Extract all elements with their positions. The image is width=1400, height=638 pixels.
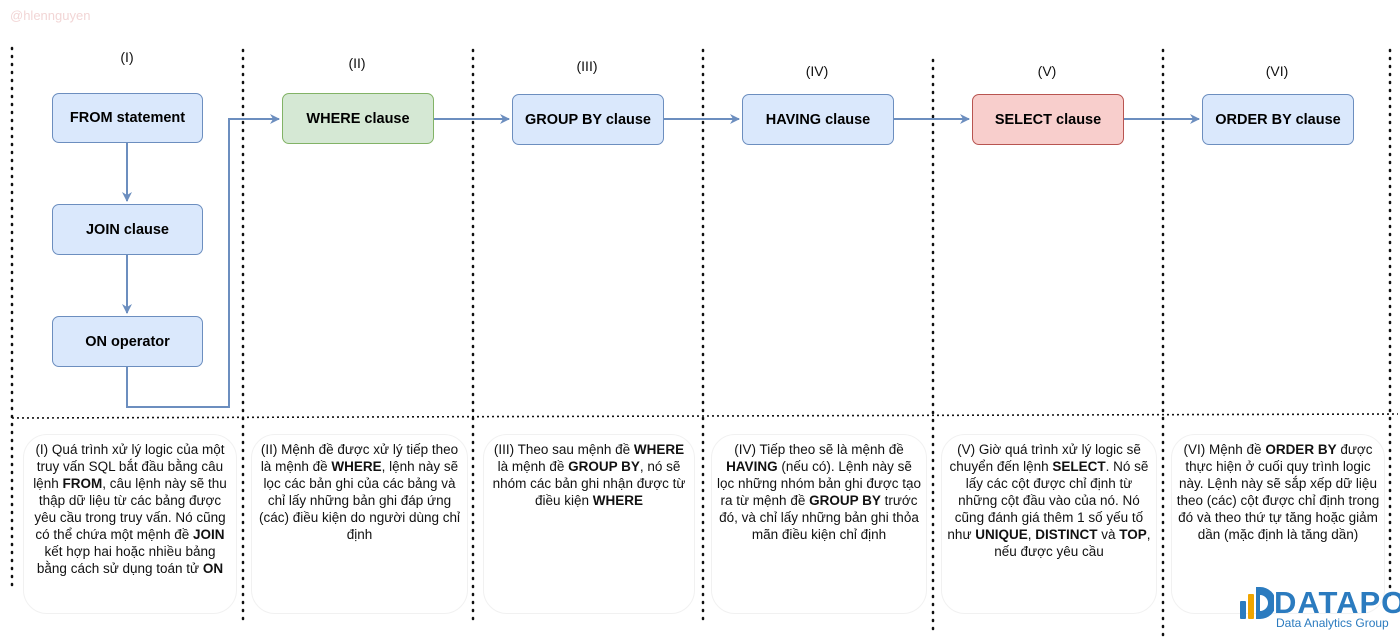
select-clause-box: SELECT clause — [972, 94, 1124, 145]
stage-numeral-1: (I) — [120, 49, 134, 65]
column-separators — [10, 46, 1392, 638]
stage-numeral-2: (II) — [348, 55, 366, 71]
group-by-clause-box: GROUP BY clause — [512, 94, 664, 145]
join-clause-box: JOIN clause — [52, 204, 203, 255]
where-clause-box: WHERE clause — [282, 93, 434, 144]
stage-numeral-5: (V) — [1037, 63, 1057, 79]
datapot-logo-icon — [1240, 587, 1274, 619]
description-from: (I) Quá trình xử lý logic của một truy v… — [23, 434, 237, 614]
stage-numeral-3: (III) — [576, 58, 598, 74]
datapot-logo: DATAPOT Data Analytics Group — [1238, 585, 1400, 635]
description-having: (IV) Tiếp theo sẽ là mệnh đề HAVING (nếu… — [711, 434, 927, 614]
description-order-by: (VI) Mệnh đề ORDER BY được thực hiện ở c… — [1171, 434, 1385, 614]
description-select: (V) Giờ quá trình xử lý logic sẽ chuyển … — [941, 434, 1157, 614]
description-where: (II) Mệnh đề được xử lý tiếp theo là mện… — [251, 434, 468, 614]
stage-numeral-4: (IV) — [805, 63, 829, 79]
stage-numeral-6: (VI) — [1265, 63, 1289, 79]
watermark: @hlennguyen — [10, 8, 91, 23]
description-group-by: (III) Theo sau mệnh đề WHERE là mệnh đề … — [483, 434, 695, 614]
having-clause-box: HAVING clause — [742, 94, 894, 145]
from-statement-box: FROM statement — [52, 93, 203, 143]
datapot-logo-subtitle: Data Analytics Group — [1276, 616, 1389, 630]
horizontal-divider — [11, 413, 1399, 419]
arrow-on-to-where — [126, 114, 280, 408]
order-by-clause-box: ORDER BY clause — [1202, 94, 1354, 145]
on-operator-box: ON operator — [52, 316, 203, 367]
datapot-logo-word: DATAPOT — [1274, 585, 1400, 620]
